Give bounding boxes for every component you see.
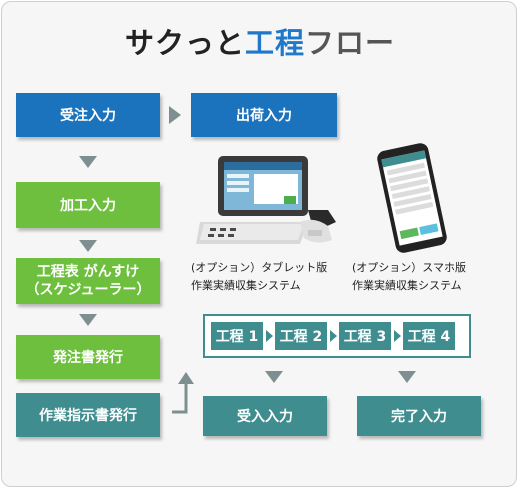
shipping-entry-box: 出荷入力 [191,93,337,137]
purchase-order-box: 発注書発行 [16,335,160,379]
phone-caption-line1: (オプション）スマホ版 [352,261,466,274]
tablet-terminal-icon [196,156,336,244]
step-arrow-1 [266,330,273,342]
arrow-down-receiving [265,371,283,383]
arrow-down-completion [398,371,416,383]
process-step-3: 工程 3 [339,322,391,350]
phone-caption-line2: 作業実績収集システム [352,279,462,292]
title-part-2: 工程 [244,26,305,60]
scheduler-label-line1: 工程表 がんすけ [36,264,140,280]
scheduler-box: 工程表 がんすけ （スケジューラー） [16,258,160,304]
title-part-1: サクっと [124,26,245,60]
page-title: サクっと工程フロー [0,20,520,62]
smartphone-icon [377,143,447,253]
work-instruction-box: 作業指示書発行 [16,393,160,437]
step-arrow-3 [394,330,401,342]
tablet-caption: (オプション）タブレット版 作業実績収集システム [191,259,327,295]
receiving-entry-box: 受入入力 [203,396,327,436]
completion-entry-box: 完了入力 [357,396,481,436]
process-steps-container: 工程 1 工程 2 工程 3 工程 4 [203,314,471,358]
arrow-down-2 [79,240,97,252]
step-arrow-2 [330,330,337,342]
process-step-4: 工程 4 [403,322,455,350]
tablet-caption-line1: (オプション）タブレット版 [191,261,328,274]
phone-caption: (オプション）スマホ版 作業実績収集システム [352,259,466,295]
arrow-down-3 [79,314,97,326]
process-step-1: 工程 1 [211,322,263,350]
tablet-caption-line2: 作業実績収集システム [191,279,301,292]
elbow-arrow-up [172,372,194,414]
arrow-right-shipping [169,106,181,124]
title-part-3: フロー [305,26,396,60]
scheduler-label-line2: （スケジューラー） [25,282,151,298]
order-entry-box: 受注入力 [16,93,160,137]
processing-entry-box: 加工入力 [16,182,160,228]
process-step-2: 工程 2 [275,322,327,350]
arrow-down-1 [79,156,97,168]
